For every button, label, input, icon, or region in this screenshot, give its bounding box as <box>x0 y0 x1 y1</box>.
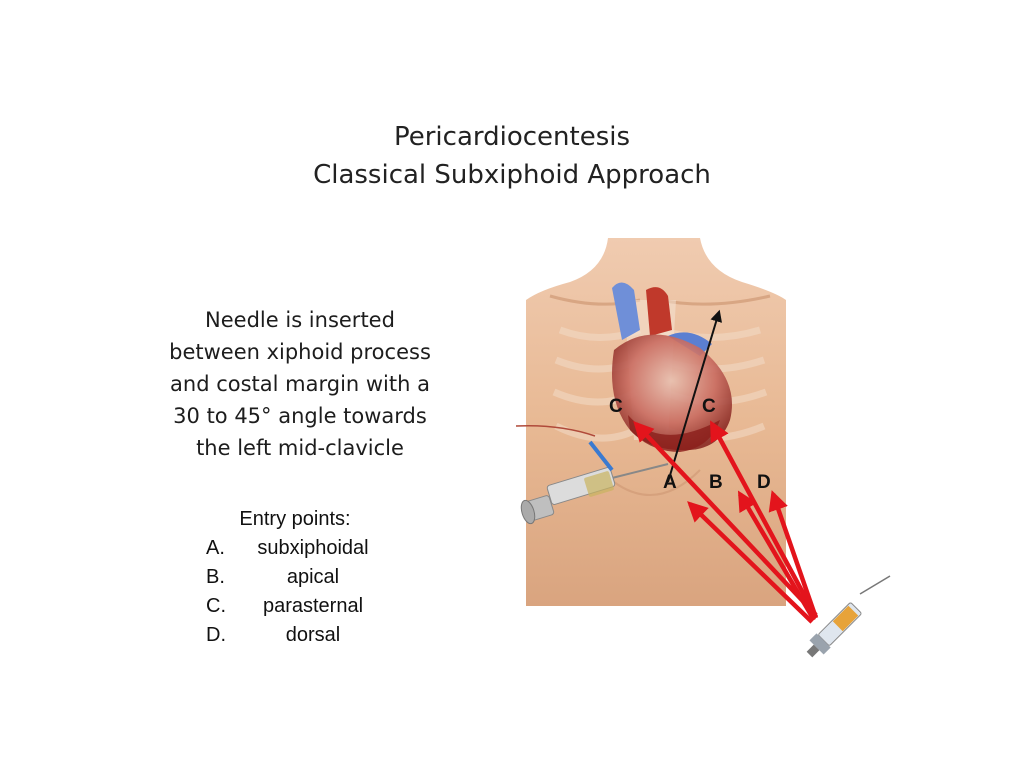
list-item: D. dorsal <box>200 621 400 650</box>
direction-arrow <box>667 309 722 483</box>
label-d: D <box>757 472 771 493</box>
title-line-1: Pericardiocentesis <box>393 122 631 152</box>
description-line: Needle is inserted <box>205 308 395 332</box>
entry-name: dorsal <box>285 624 341 646</box>
label-a: A <box>663 472 677 493</box>
description-line: and costal margin with a <box>170 372 430 396</box>
list-item: C. parasternal <box>200 592 400 621</box>
entry-points-list: Entry points: A. subxiphoidal B. apical … <box>200 505 400 650</box>
entry-letter: C. <box>206 595 226 617</box>
entry-name: parasternal <box>262 595 364 617</box>
entry-letter: A. <box>206 537 225 559</box>
list-item: B. apical <box>200 563 400 592</box>
entry-name: subxiphoidal <box>257 537 369 559</box>
entry-arrows <box>633 420 819 624</box>
title-line-2: Classical Subxiphoid Approach <box>313 160 711 190</box>
slide-title: Pericardiocentesis Classical Subxiphoid … <box>262 118 762 194</box>
description-line: 30 to 45° angle towards <box>173 404 427 428</box>
entry-letter: B. <box>206 566 225 588</box>
entry-name: apical <box>286 566 340 588</box>
description-line: between xiphoid process <box>169 340 431 364</box>
entry-letter: D. <box>206 624 226 646</box>
label-c-left: C <box>609 396 623 417</box>
label-b: B <box>709 472 723 493</box>
list-item: A. subxiphoidal <box>200 534 400 563</box>
entry-points-header: Entry points: <box>239 508 351 530</box>
description-text: Needle is inserted between xiphoid proce… <box>140 304 460 464</box>
description-line: the left mid-clavicle <box>196 436 404 460</box>
label-c-right: C <box>702 396 716 417</box>
needle-syringe-icon <box>806 575 891 658</box>
syringe-icon <box>520 440 669 525</box>
